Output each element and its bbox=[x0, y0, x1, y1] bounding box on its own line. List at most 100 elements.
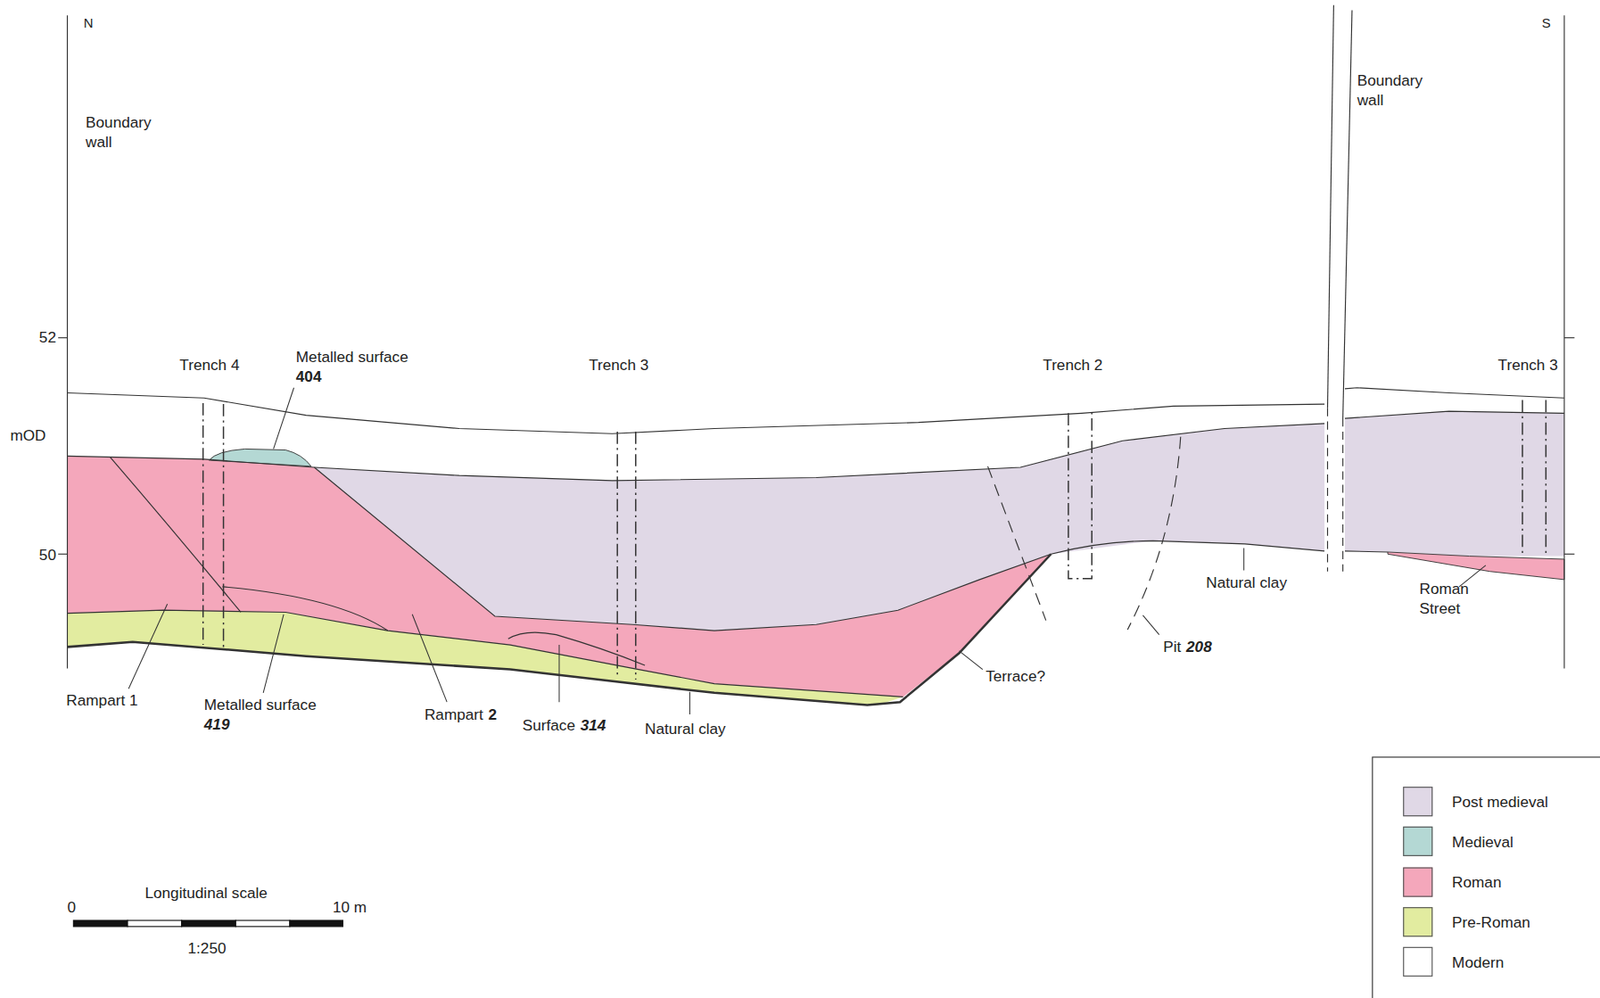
ground-surface bbox=[67, 392, 1326, 434]
section-label: Trench 4 bbox=[179, 354, 240, 375]
section-label: N bbox=[83, 13, 94, 33]
boundary-wall bbox=[1327, 5, 1335, 409]
section-label: Natural clay bbox=[644, 717, 726, 738]
context-number: 314 bbox=[580, 715, 607, 735]
label-group: Natural clay bbox=[644, 717, 726, 738]
context-number: 419 bbox=[204, 714, 317, 735]
section-label: Rampart bbox=[424, 703, 484, 724]
pit-208-outline bbox=[1127, 437, 1180, 630]
section-edge bbox=[1563, 15, 1565, 669]
section-label: 52 bbox=[39, 327, 57, 347]
section-label: Boundary wall bbox=[85, 112, 168, 151]
trench-marker bbox=[202, 403, 204, 645]
trench-marker bbox=[1545, 399, 1547, 556]
label-group: Trench 2 bbox=[1042, 354, 1103, 375]
layer-boundary bbox=[67, 423, 1326, 481]
leader-line bbox=[958, 651, 982, 670]
section-label: Longitudinal scale bbox=[144, 882, 267, 903]
leader-line bbox=[689, 692, 691, 715]
section-label: 1:250 bbox=[188, 937, 227, 957]
section-label: mOD bbox=[9, 425, 46, 446]
section-label: Pit bbox=[1162, 636, 1181, 657]
section-label: Rampart 1 bbox=[65, 689, 138, 710]
boundary-wall bbox=[1343, 9, 1353, 419]
legend-text: Post medieval bbox=[1451, 792, 1549, 810]
layer-boundary bbox=[67, 610, 904, 697]
leader-line bbox=[1142, 615, 1159, 636]
section-label: Boundary wall bbox=[1357, 70, 1440, 109]
section-label: Trench 3 bbox=[1498, 354, 1559, 375]
label-group: Longitudinal scale bbox=[144, 882, 267, 903]
label-group: Natural clay bbox=[1205, 572, 1287, 593]
scale-segment bbox=[181, 920, 237, 927]
label-group: Boundary wall bbox=[85, 112, 168, 151]
rampart-1-line bbox=[110, 457, 241, 613]
legend-swatch bbox=[1402, 947, 1433, 977]
section-label: Terrace? bbox=[985, 666, 1046, 686]
section-label: 50 bbox=[39, 544, 57, 565]
scale-segment bbox=[127, 920, 182, 927]
level-tick bbox=[57, 337, 67, 339]
terrace-dashed-line bbox=[988, 466, 1047, 621]
trench-marker bbox=[616, 431, 618, 678]
context-number: 2 bbox=[488, 703, 498, 724]
leader-line bbox=[412, 614, 447, 702]
scale-segment bbox=[289, 920, 343, 927]
scale-segment bbox=[73, 920, 128, 927]
level-tick bbox=[57, 553, 67, 555]
section-label: 0 bbox=[67, 897, 77, 917]
boundary-wall bbox=[1327, 408, 1328, 572]
label-group: mOD bbox=[9, 425, 46, 446]
legend-text: Roman bbox=[1451, 873, 1502, 891]
scale-bar bbox=[73, 920, 343, 927]
context-number: 208 bbox=[1186, 636, 1213, 657]
section-label: 10 m bbox=[332, 897, 367, 917]
label-group: Roman Street bbox=[1418, 578, 1483, 618]
legend-frame bbox=[1372, 757, 1600, 998]
trench-marker bbox=[222, 404, 224, 647]
legend-text: Medieval bbox=[1451, 832, 1514, 850]
label-group: Rampart2 bbox=[424, 703, 497, 724]
section-label: Metalled surface bbox=[204, 694, 317, 715]
post-medieval-layer bbox=[313, 423, 1325, 631]
label-group: Terrace? bbox=[985, 666, 1046, 686]
label-group: Rampart 1 bbox=[65, 689, 138, 710]
label-group: Boundary wall bbox=[1357, 70, 1440, 109]
leader-line bbox=[273, 387, 295, 450]
leader-line bbox=[128, 603, 167, 689]
label-group: 1:250 bbox=[188, 937, 227, 957]
post-medieval-layer bbox=[1344, 411, 1565, 556]
label-group: N bbox=[83, 13, 94, 33]
label-group: Metalled surface404 bbox=[296, 346, 409, 386]
leader-line bbox=[1243, 547, 1245, 570]
level-tick bbox=[1564, 553, 1575, 555]
legend-text: Modern bbox=[1451, 953, 1504, 971]
label-group: S bbox=[1542, 13, 1551, 33]
section-label: Roman Street bbox=[1418, 578, 1483, 618]
section-label: Surface bbox=[522, 715, 576, 735]
label-group: 50 bbox=[22, 544, 57, 565]
scale-segment bbox=[235, 920, 290, 927]
layer-boundary bbox=[1344, 411, 1565, 419]
label-group: 52 bbox=[22, 327, 57, 347]
section-label: S bbox=[1542, 13, 1551, 33]
label-group: Trench 3 bbox=[1498, 354, 1559, 375]
roman-street-layer bbox=[1387, 552, 1565, 580]
boundary-wall bbox=[1342, 418, 1344, 572]
context-number: 404 bbox=[296, 366, 409, 387]
section-label: Trench 2 bbox=[1042, 354, 1103, 375]
label-group: Surface314 bbox=[522, 715, 607, 735]
label-group: 0 bbox=[67, 897, 77, 917]
section-label: Trench 3 bbox=[588, 354, 649, 375]
section-label: Metalled surface bbox=[296, 346, 409, 367]
natural-clay-base bbox=[67, 553, 1052, 705]
level-tick bbox=[1564, 337, 1575, 339]
legend-swatch bbox=[1402, 866, 1433, 897]
surface-314-lens bbox=[508, 632, 645, 666]
label-group: 10 m bbox=[332, 897, 367, 917]
leader-line bbox=[263, 614, 284, 693]
rampart-line bbox=[222, 586, 388, 631]
section-label: Natural clay bbox=[1205, 572, 1287, 593]
legend-text: Pre-Roman bbox=[1451, 913, 1531, 931]
